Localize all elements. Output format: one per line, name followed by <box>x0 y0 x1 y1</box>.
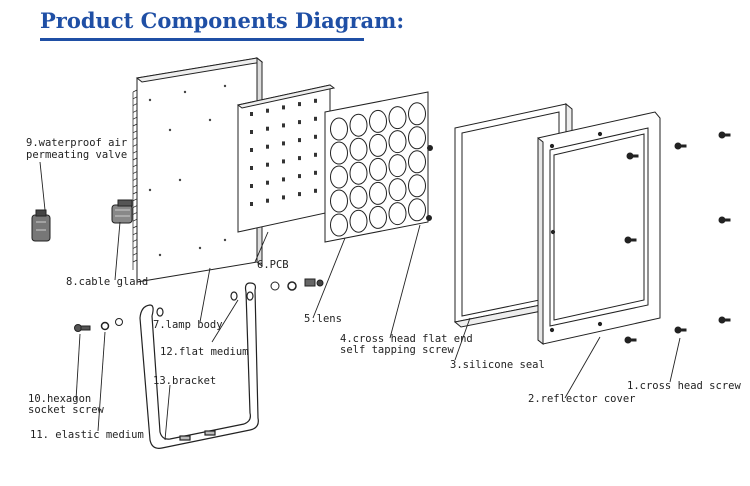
label-waterproof-valve-2: permeating valve <box>26 149 127 161</box>
waterproof-valve-part <box>31 209 51 242</box>
lens-part <box>324 91 433 243</box>
pcb-part <box>236 84 336 233</box>
label-bracket: 13.bracket <box>153 375 216 387</box>
label-lens: 5.lens <box>304 313 342 325</box>
bracket-part <box>139 282 259 449</box>
reflector-cover-part <box>537 111 661 346</box>
title-underline <box>40 38 364 41</box>
hexagon-socket-screw-part <box>74 324 91 332</box>
label-cross-head-screw: 1.cross head screw <box>627 380 741 392</box>
label-cable-gland: 8.cable gland <box>66 276 148 288</box>
label-self-tapping-screw-1: 4.cross head flat end <box>340 333 473 345</box>
label-flat-medium: 12.flat medium <box>160 346 249 358</box>
cable-gland-part <box>111 199 133 224</box>
label-hex-screw-2: socket screw <box>28 404 105 416</box>
label-reflector-cover: 2.reflector cover <box>528 393 635 405</box>
elastic-medium-part <box>100 318 123 331</box>
page-title: Product Components Diagram: <box>40 8 405 33</box>
cross-head-screws <box>624 131 731 344</box>
label-pcb: 6.PCB <box>257 259 289 271</box>
label-waterproof-valve-1: 9.waterproof air <box>26 137 127 149</box>
label-elastic-medium: 11. elastic medium <box>30 429 144 441</box>
label-silicone-seal: 3.silicone seal <box>450 359 545 371</box>
leader-lines <box>39 161 681 441</box>
bracket-fasteners <box>270 278 324 291</box>
label-self-tapping-screw-2: self tapping screw <box>340 344 454 356</box>
label-hex-screw-1: 10.hexagon <box>28 393 91 405</box>
component-labels: 9.waterproof air permeating valve 8.cabl… <box>26 137 741 441</box>
label-lamp-body: 7.lamp body <box>153 319 223 331</box>
lamp-body-part <box>132 56 264 283</box>
